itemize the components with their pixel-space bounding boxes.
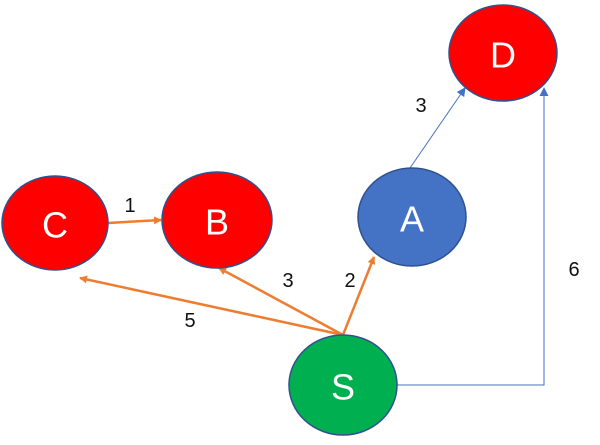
edge-s-a <box>341 256 376 336</box>
node-d-label: D <box>490 35 516 76</box>
edge-c-b <box>107 216 162 225</box>
node-a: A <box>357 167 467 267</box>
node-b-label: B <box>205 202 229 243</box>
node-s: S <box>288 334 398 436</box>
node-d: D <box>448 4 558 102</box>
edge-s-c-weight: 5 <box>184 310 195 332</box>
edge-a-d-weight: 3 <box>415 95 426 117</box>
node-a-label: A <box>400 199 424 240</box>
edge-s-d <box>397 87 549 386</box>
edge-c-b-weight: 1 <box>124 195 135 217</box>
node-b: B <box>161 171 273 269</box>
edge-s-c <box>79 275 344 337</box>
node-c: C <box>1 175 109 271</box>
edge-s-d-weight: 6 <box>568 259 579 281</box>
node-s-label: S <box>331 367 355 408</box>
edge-a-d <box>409 87 466 169</box>
node-c-label: C <box>42 205 68 246</box>
edge-s-a-weight: 2 <box>344 270 355 292</box>
edge-s-b <box>218 266 344 337</box>
edge-s-b-weight: 3 <box>282 270 293 292</box>
